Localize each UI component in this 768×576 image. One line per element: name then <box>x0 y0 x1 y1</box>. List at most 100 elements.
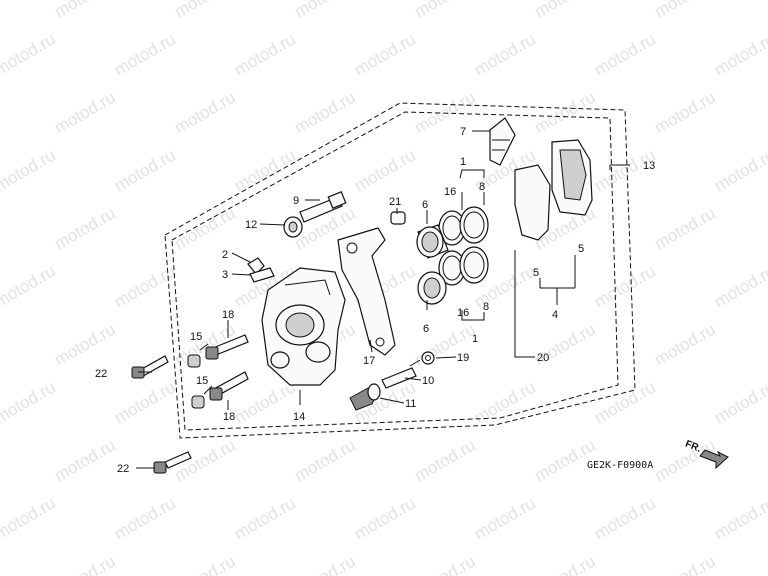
callout-labels: 7 13 1 16 8 6 21 9 12 2 3 5 5 4 8 16 6 1… <box>95 126 655 475</box>
callout-14: 14 <box>293 411 305 423</box>
watermark-text: motod.ru <box>231 29 299 79</box>
callout-22-lower: 22 <box>117 463 129 475</box>
assembly-20-inner-box <box>171 111 619 431</box>
watermark-text: motod.ru <box>51 319 119 369</box>
watermark-text: motod.ru <box>291 0 359 21</box>
callout-9: 9 <box>293 195 299 207</box>
watermark-text: motod.ru <box>291 435 359 485</box>
watermark-text: motod.ru <box>51 551 119 576</box>
watermark-text: motod.ru <box>291 87 359 137</box>
pad-spring <box>489 117 516 166</box>
callout-15-upper: 15 <box>190 331 202 343</box>
bleeder-parts <box>247 257 275 283</box>
watermark-text: motod.ru <box>171 0 239 21</box>
callout-7: 7 <box>460 126 466 138</box>
callout-6-upper: 6 <box>422 199 428 211</box>
watermark-text: motod.ru <box>531 551 599 576</box>
piston-seals-lower <box>438 246 489 286</box>
watermark-text: motod.ru <box>471 493 539 543</box>
watermark-text: motod.ru <box>411 435 479 485</box>
callout-21: 21 <box>389 196 401 208</box>
watermark-text: motod.ru <box>591 377 659 427</box>
watermark-text: motod.ru <box>591 29 659 79</box>
watermark-text: motod.ru <box>51 87 119 137</box>
callout-4: 4 <box>552 309 558 321</box>
watermark-text: motod.ru <box>0 261 59 311</box>
callout-20: 20 <box>537 352 549 364</box>
pin-boot-lower <box>191 371 249 409</box>
watermark-text: motod.ru <box>231 145 299 195</box>
bolt-22-upper <box>131 355 169 379</box>
watermark-text: motod.ru <box>111 145 179 195</box>
plug-21 <box>390 211 406 225</box>
watermark-text: motod.ru <box>0 377 59 427</box>
watermark-text: motod.ru <box>651 203 719 253</box>
watermark-text: motod.ru <box>291 551 359 576</box>
watermark-text: motod.ru <box>411 551 479 576</box>
watermark-text: motod.ru <box>231 377 299 427</box>
piston-seals-upper <box>438 206 489 246</box>
watermark-text: motod.ru <box>351 493 419 543</box>
watermark-text: motod.ru <box>171 551 239 576</box>
watermark-text: motod.ru <box>531 87 599 137</box>
callout-13: 13 <box>643 160 655 172</box>
callout-2: 2 <box>222 249 228 261</box>
watermark-text: motod.ru <box>351 145 419 195</box>
callout-15-lower: 15 <box>196 375 208 387</box>
watermark-text: motod.ru <box>471 29 539 79</box>
callout-18-lower: 18 <box>223 411 235 423</box>
watermark-text: motod.ru <box>0 145 59 195</box>
callout-11: 11 <box>405 398 416 410</box>
watermark-text: motod.ru <box>351 29 419 79</box>
watermark-text: motod.ru <box>111 377 179 427</box>
caliper-bracket <box>337 227 396 356</box>
callout-16-lower: 16 <box>457 307 469 319</box>
callout-17: 17 <box>363 355 375 367</box>
callout-10: 10 <box>422 375 434 387</box>
watermark-text: motod.ru <box>231 493 299 543</box>
brake-pad-left <box>514 164 551 241</box>
watermark-text: motod.ru <box>111 493 179 543</box>
brake-pad-right <box>551 139 593 216</box>
front-direction-arrow <box>699 449 729 470</box>
piston-lower <box>417 271 447 305</box>
watermark-text: motod.ru <box>51 0 119 21</box>
watermark-text: motod.ru <box>651 0 719 21</box>
callout-3: 3 <box>222 269 228 281</box>
watermark-text: motod.ru <box>651 87 719 137</box>
watermark-text: motod.ru <box>711 493 768 543</box>
watermark-text: motod.ru <box>711 261 768 311</box>
watermark-text: motod.ru <box>0 493 59 543</box>
callout-18-upper: 18 <box>222 309 234 321</box>
watermark-text: motod.ru <box>591 493 659 543</box>
bleeder-screw <box>381 359 421 389</box>
watermark-text: motod.ru <box>591 261 659 311</box>
watermark-text: motod.ru <box>711 145 768 195</box>
watermark-text: motod.ru <box>171 87 239 137</box>
callout-5-right: 5 <box>578 243 584 255</box>
washer-19 <box>421 351 435 365</box>
callout-12: 12 <box>245 219 257 231</box>
caliper-body <box>261 267 346 386</box>
watermark-text: motod.ru <box>0 29 59 79</box>
assembly-20-box <box>164 102 636 439</box>
callout-1-upper: 1 <box>460 156 466 168</box>
callout-16-upper: 16 <box>444 186 456 198</box>
watermark-text: motod.ru <box>51 203 119 253</box>
pin-boot-upper <box>187 334 249 368</box>
callout-8-upper: 8 <box>479 181 485 193</box>
watermark-text: motod.ru <box>111 29 179 79</box>
leader-lines <box>136 130 630 469</box>
watermark-text: motod.ru <box>531 0 599 21</box>
callout-6-lower: 6 <box>423 323 429 335</box>
callout-8-lower: 8 <box>483 301 489 313</box>
piston-upper <box>416 224 449 259</box>
watermark-text: motod.ru <box>651 551 719 576</box>
diagram-code: GE2K-F0900A <box>587 460 653 471</box>
watermark-text: motod.ru <box>411 0 479 21</box>
watermark-text: motod.ru <box>171 203 239 253</box>
callout-1-lower: 1 <box>472 333 478 345</box>
